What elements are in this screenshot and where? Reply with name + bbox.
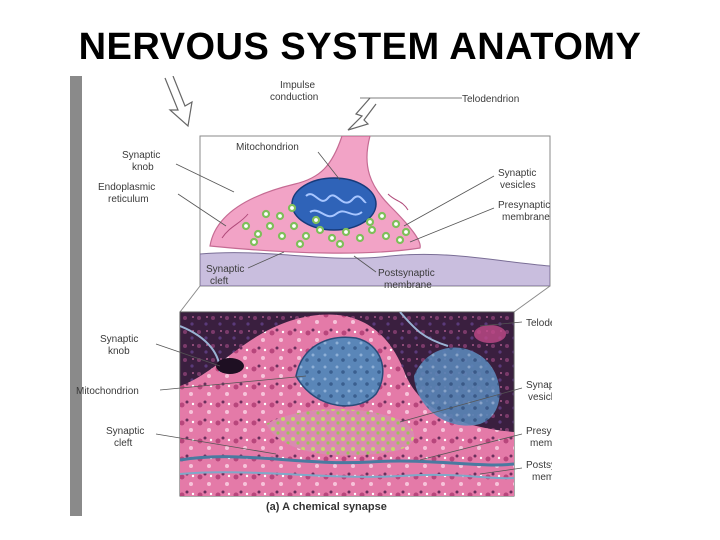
label-synaptic-knob-top-2: knob [132,162,154,173]
zoom-connector-lines [179,285,551,313]
label-endoplasmic-reticulum-1: Endoplasmic [98,182,155,193]
slide-title: NERVOUS SYSTEM ANATOMY [78,26,642,68]
label-synaptic-vesicles-top-2: vesicles [500,180,536,191]
label-presynaptic-membrane-top-1: Presynaptic [498,200,550,211]
label-telodendrion-micro: Telodendrion [526,318,552,329]
top-diagram-labels: Impulse conduction Telodendrion Mitochon… [98,80,550,291]
label-presynaptic-membrane-micro-2: membrane [530,438,552,449]
label-synaptic-vesicles-micro-1: Synaptic [526,380,552,391]
synaptic-vesicles [241,203,411,249]
label-presynaptic-membrane-top-2: membrane [502,212,550,223]
label-postsynaptic-membrane-micro-2: membrane [532,472,552,483]
label-mitochondrion-top: Mitochondrion [236,142,299,153]
electron-micrograph [179,311,515,497]
label-telodendrion-top: Telodendrion [462,94,519,105]
label-synaptic-cleft-micro-2: cleft [114,438,133,449]
synapse-diagram-svg: Impulse conduction Telodendrion Mitochon… [70,76,552,516]
impulse-arrow-icon [164,76,377,131]
label-synaptic-knob-top-1: Synaptic [122,150,160,161]
label-postsynaptic-membrane-top-1: Postsynaptic [378,268,435,279]
mitochondrion [291,177,377,231]
label-leader-lines [155,97,523,475]
label-synaptic-cleft-top-2: cleft [210,276,229,287]
postsynaptic-cell [200,252,550,286]
label-presynaptic-membrane-micro-1: Presynaptic [526,426,552,437]
label-postsynaptic-membrane-top-2: membrane [384,280,432,291]
micrograph-labels: Telodendrion Synaptic knob Mitochondrion… [76,318,552,483]
label-synaptic-knob-micro-2: knob [108,346,130,357]
label-synaptic-vesicles-micro-2: vesicles [528,392,552,403]
label-mitochondrion-micro: Mitochondrion [76,386,139,397]
label-endoplasmic-reticulum-2: reticulum [108,194,149,205]
label-postsynaptic-membrane-micro-1: Postsynaptic [526,460,552,471]
label-synaptic-vesicles-top-1: Synaptic [498,168,536,179]
synapse-drawing [199,135,551,287]
scan-edge-strip [70,76,82,516]
label-synaptic-knob-micro-1: Synaptic [100,334,138,345]
label-impulse-conduction-2: conduction [270,92,318,103]
label-synaptic-cleft-micro-1: Synaptic [106,426,144,437]
label-impulse-conduction-1: Impulse [280,80,315,91]
label-synaptic-cleft-top-1: Synaptic [206,264,244,275]
figure-caption: (a) A chemical synapse [266,501,387,513]
synapse-figure: Impulse conduction Telodendrion Mitochon… [70,76,552,516]
